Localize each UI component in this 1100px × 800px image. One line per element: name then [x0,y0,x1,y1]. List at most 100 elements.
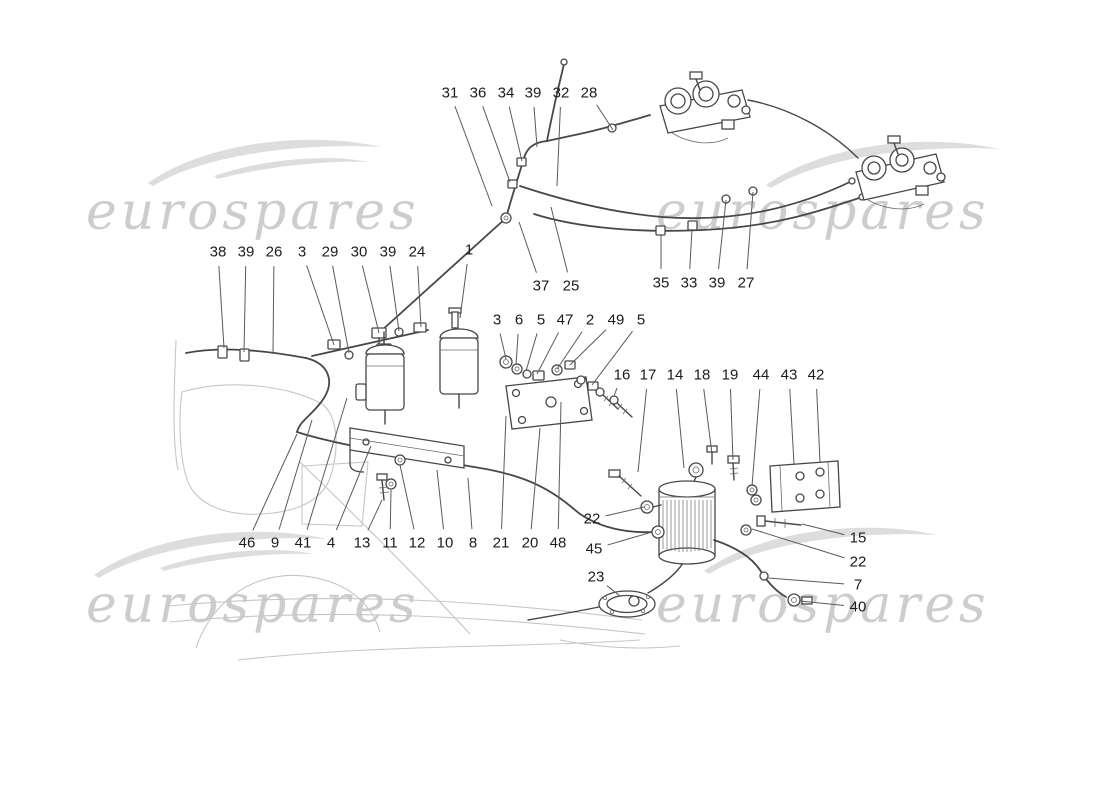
part-number: 17 [640,367,657,384]
part-number: 39 [380,244,397,261]
part-number: 7 [854,577,862,594]
callout-26: 26 [266,244,282,353]
callout-19: 19 [722,367,738,461]
watermark-text: eurospares [656,182,990,242]
callout-28: 28 [581,85,614,131]
delivery-riser [379,217,507,333]
part-number: 37 [533,278,550,295]
part-number: 22 [584,511,601,528]
leader-line [508,106,523,162]
callout-17: 17 [637,367,657,473]
callout-11: 11 [382,489,398,552]
callout-5: 5 [591,312,645,386]
callout-47: 47 [536,312,573,375]
pipe-clamp [507,179,518,189]
filter-bracket [727,455,841,536]
callout-36: 36 [470,85,511,183]
leader-line [556,106,561,187]
fuel-lines [185,63,863,621]
pipe-clamp [687,220,698,231]
leader-line [751,528,845,559]
rear-carb-line-a [519,180,853,220]
carb-link-line [747,99,859,159]
part-number: 49 [608,312,625,329]
filter-top-banjo [688,462,704,478]
swoosh-icon [766,141,999,188]
leader-line [606,585,621,597]
callout-38: 38 [210,244,226,349]
leader-line [596,104,614,131]
grommet [551,364,563,376]
bolt-shaft [732,462,735,481]
callout-20: 20 [522,427,541,552]
part-number: 24 [409,244,426,261]
leader-line [816,388,821,463]
part-number: 18 [694,367,711,384]
leader-line [530,427,541,530]
leader-line [729,388,734,461]
filter-ribs [662,500,712,552]
leader-line [569,329,607,366]
leader-line [399,464,415,530]
callout-33: 33 [681,228,697,292]
swoosh-icon [94,531,327,578]
washer [740,524,752,536]
leader-line [278,419,313,530]
washer [750,494,762,506]
leader-line [518,221,537,273]
hose-clamp [217,345,228,359]
part-number: 22 [850,554,867,571]
callout-45: 45 [586,531,653,558]
fuel-filter [608,445,813,607]
callout-18: 18 [694,367,713,455]
part-number: 10 [437,535,454,552]
carburetor-rear [855,135,946,210]
bolt-head [376,473,388,481]
leader-line [637,388,648,473]
callout-27: 27 [738,191,754,292]
part-number: 36 [470,85,487,102]
leader-line [675,388,685,469]
callout-48: 48 [550,401,567,552]
callout-15: 15 [801,523,867,547]
part-number: 6 [515,312,523,329]
pump-clamp [355,383,367,401]
part-number: 48 [550,535,567,552]
supply-banjo [651,525,665,539]
intake-trumpet [664,87,692,115]
part-number: 1 [465,242,473,259]
part-number: 40 [850,599,867,616]
callout-43: 43 [781,367,797,465]
part-number: 42 [808,367,825,384]
callout-24: 24 [409,244,426,328]
bolt-head [756,515,766,527]
part-number: 15 [850,530,867,547]
callout-39: 39 [380,244,400,332]
part-number: 14 [667,367,684,384]
tank-supply-hose [185,348,307,359]
line-fittings [217,58,866,362]
washer [746,484,758,496]
bolt-head [595,387,605,397]
bolt-shaft [381,479,385,501]
part-number: 46 [239,535,256,552]
callout-10: 10 [436,469,454,552]
part-number: 5 [537,312,545,329]
callout-32: 32 [553,85,570,187]
part-number: 32 [553,85,570,102]
callout-39: 39 [238,244,254,353]
bracket-plate [349,427,465,469]
watermark-bottom-left: eurospares [86,531,416,635]
swoosh-icon [148,139,381,186]
callout-3: 3 [298,244,335,346]
callout-42: 42 [808,367,825,463]
part-number: 41 [295,535,312,552]
leader-line [482,106,511,183]
fuel-pumps [355,307,479,425]
watermark-text: eurospares [86,182,420,242]
swoosh-icon [704,527,937,574]
pipe-end-fitting [560,58,568,66]
bolt-shaft [764,520,802,526]
part-number: 31 [442,85,459,102]
